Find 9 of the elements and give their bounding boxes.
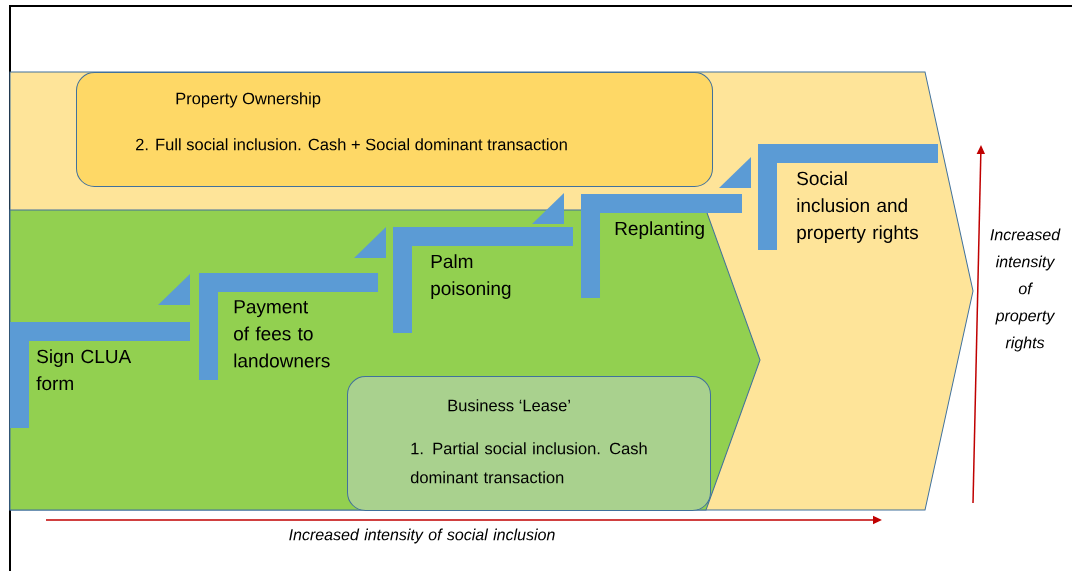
- stair-step: Palm poisoning: [393, 193, 573, 333]
- axis-label: Increased intensity of property rights: [990, 228, 1061, 352]
- category-box: Property Ownership 2. Full social inclusion. Cash + Social dominant transaction: [76, 72, 713, 187]
- stair-step: Payment of fees to landowners: [199, 227, 386, 380]
- stair-step: Replanting: [581, 157, 751, 298]
- axis-label: Increased intensity of social inclusion: [289, 528, 555, 544]
- stair-step: Sign CLUA form: [10, 274, 190, 428]
- stair-step: Social inclusion and property rights: [758, 144, 938, 250]
- category-box: Business ‘Lease’ 1. Partial social inclusion. Cash dominant transaction: [347, 376, 711, 511]
